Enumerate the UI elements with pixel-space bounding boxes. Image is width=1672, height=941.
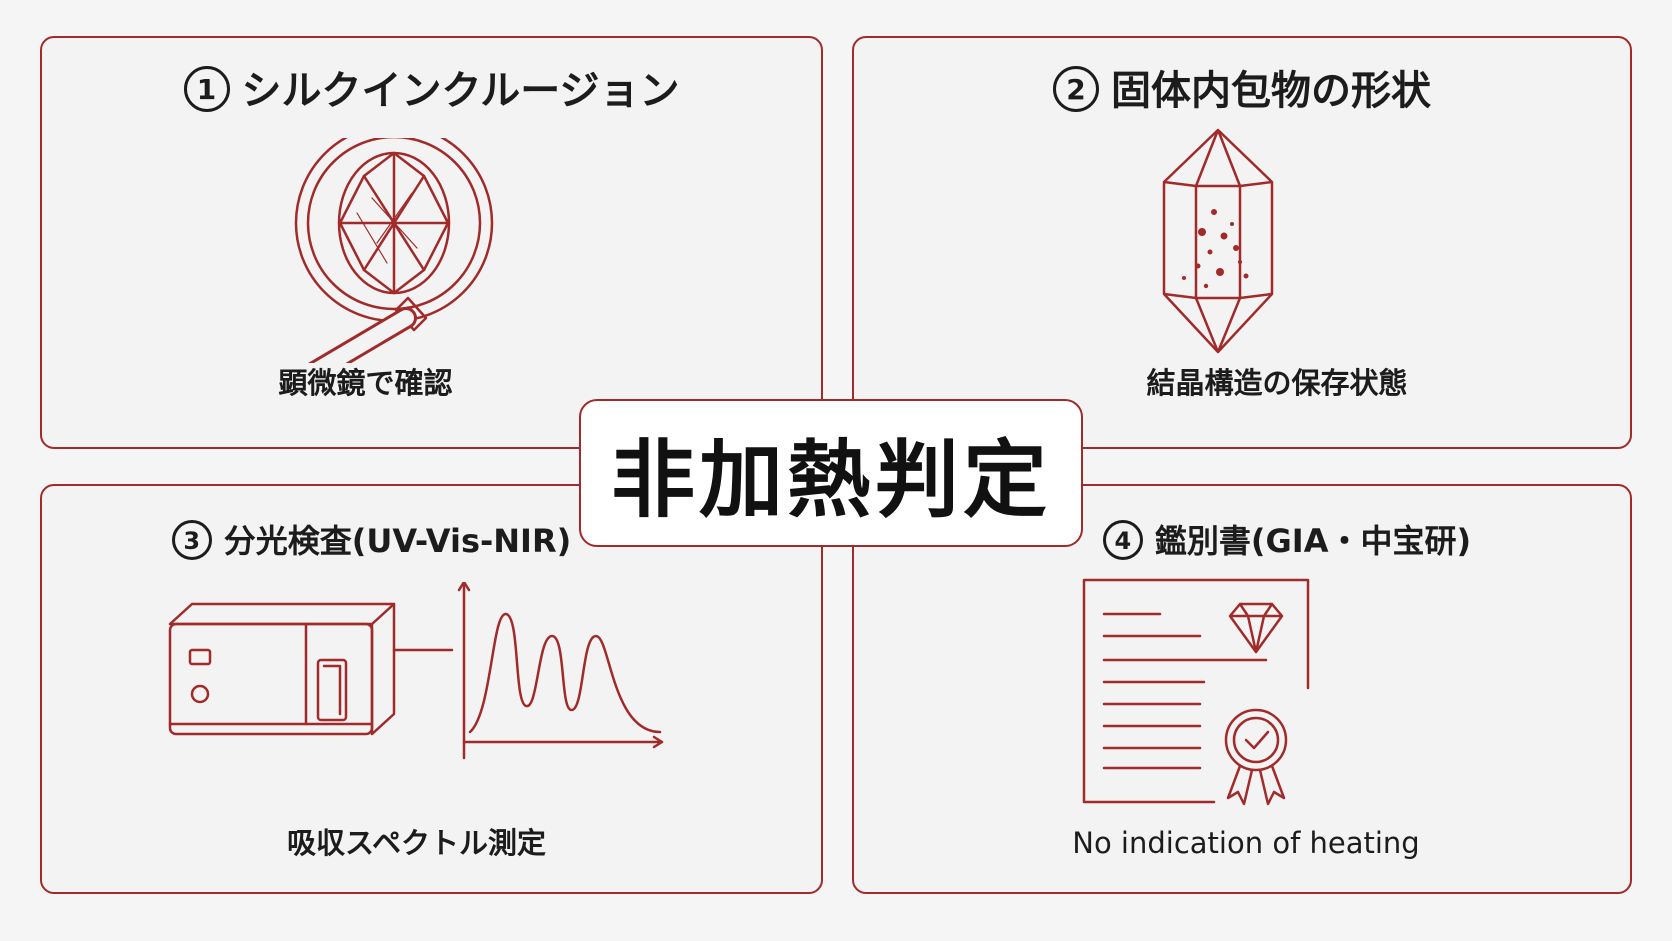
panel-title: 4 鑑別書(GIA・中宝研): [854, 516, 1630, 563]
spectrometer-icon: [168, 582, 664, 760]
center-title: 非加熱判定: [610, 430, 1051, 529]
panel-title: 2 固体内包物の形状: [854, 58, 1630, 116]
center-title-box: 非加熱判定: [579, 399, 1083, 547]
panel-spectroscopy: 3 分光検査(UV-Vis-NIR) 吸収スペクトル測定: [40, 484, 823, 894]
panel-solid-inclusion-shape: 2 固体内包物の形状 結晶構造の保存状態: [852, 36, 1632, 449]
panel-caption: 結晶構造の保存状態: [1146, 366, 1408, 400]
step-number: 2: [1053, 66, 1099, 112]
step-number: 4: [1102, 520, 1143, 560]
crystal-inclusions-icon: [1162, 128, 1274, 354]
magnifier-gem-icon: [294, 138, 494, 363]
panel-title-text: 鑑別書(GIA・中宝研): [1154, 522, 1472, 560]
panel-caption: 吸収スペクトル測定: [287, 826, 546, 860]
panel-title-text: 分光検査(UV-Vis-NIR): [223, 522, 572, 560]
panel-title-text: シルクインクルージョン: [241, 68, 680, 114]
panel-caption: 顕微鏡で確認: [278, 366, 453, 400]
panel-certificate: 4 鑑別書(GIA・中宝研) No indication of heating: [852, 484, 1632, 894]
panel-title-text: 固体内包物の形状: [1111, 68, 1431, 114]
step-number: 1: [183, 66, 230, 112]
step-number: 3: [171, 520, 212, 560]
certificate-icon: [1082, 578, 1310, 806]
panel-caption: No indication of heating: [1072, 826, 1420, 860]
panel-title: 3 分光検査(UV-Vis-NIR): [42, 516, 821, 563]
